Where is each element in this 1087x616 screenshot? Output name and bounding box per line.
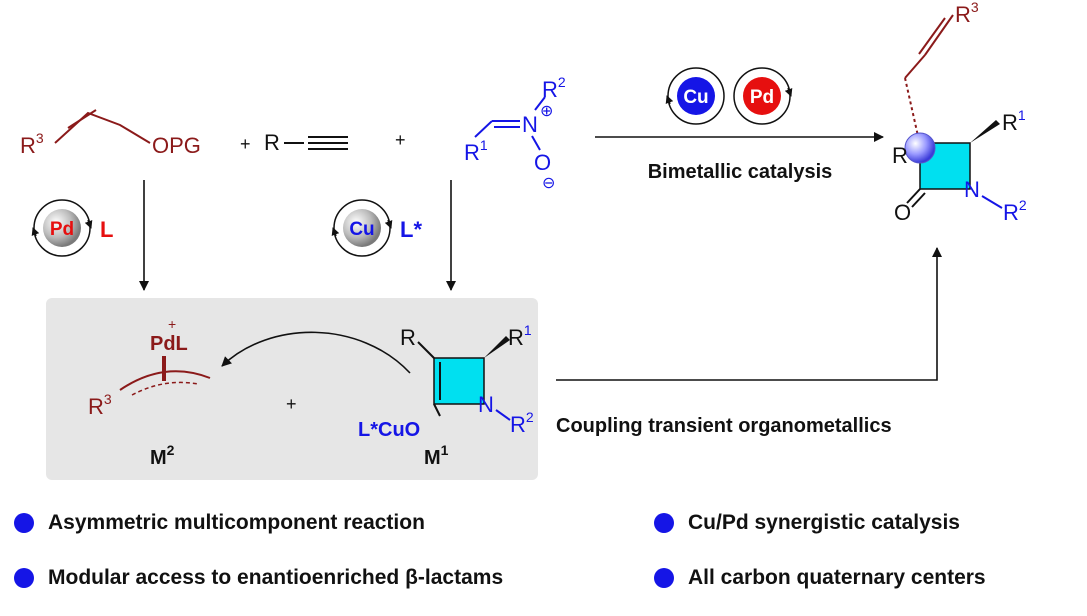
nitrone-n: N [522, 112, 538, 137]
beta-lactam-product: R3 R R1 N R2 O [892, 0, 1027, 225]
alkyne-r: R [264, 130, 280, 155]
m1-r: R [400, 325, 416, 350]
cu-label: Cu [683, 87, 708, 108]
bimetallic-catalysis-label: Bimetallic catalysis [648, 161, 833, 183]
product-r: R [892, 143, 908, 168]
pd-catalysis-branch: Pd L [31, 180, 149, 291]
bimetallic-catalysis-arrow: Cu Pd Bimetallic catalysis [595, 67, 884, 183]
nitrone-plus-charge: ⊕ [540, 103, 553, 120]
box-plus-sign: + [286, 394, 297, 414]
product-o: O [894, 200, 911, 225]
nitrone-r1: R1 [464, 137, 488, 165]
alkyne-reagent: R [264, 130, 348, 155]
product-r1: R1 [1002, 107, 1026, 135]
cu-sphere-icon [677, 77, 715, 115]
coupling-label: Coupling transient organometallics [556, 415, 892, 437]
transfer-arrow [221, 331, 411, 374]
m1-n: N [478, 392, 494, 417]
allyl-opg: OPG [152, 133, 201, 158]
nitrone-o: O [534, 150, 551, 175]
m1-label: M1 [424, 442, 449, 469]
mid-ligand-label: L* [400, 217, 422, 242]
plus-sign-1: + [240, 134, 251, 154]
m1-copper-enolate: R R1 N R2 L*CuO M1 [358, 322, 534, 469]
cu-catalysis-branch: Cu L* [331, 180, 456, 291]
m2-charge: + [168, 316, 176, 332]
allyl-r3: R3 [20, 130, 44, 158]
allyl-double-bond [67, 109, 97, 129]
nitrone-reagent: R1 N ⊕ R2 O ⊖ [464, 74, 566, 192]
cu-gray-sphere-icon [343, 209, 381, 247]
coupling-arrow: Coupling transient organometallics [556, 247, 942, 437]
left-ligand-label: L [100, 217, 113, 242]
product-n: N [964, 177, 980, 202]
m1-cuo: L*CuO [358, 419, 420, 441]
left-pd-label: Pd [50, 219, 74, 240]
m1-ring [433, 357, 485, 405]
allyl-reagent: R3 OPG [20, 109, 201, 158]
product-r3: R3 [955, 0, 979, 27]
intermediates-box [46, 298, 538, 480]
m1-r1: R1 [508, 322, 532, 350]
m2-label: M2 [150, 442, 175, 469]
m2-pi-allyl-pd: + PdL R3 M2 [88, 316, 211, 469]
m2-r3: R3 [88, 391, 112, 419]
mid-cu-label: Cu [349, 219, 374, 240]
m2-pdl: PdL [150, 333, 188, 355]
pd-gray-sphere-icon [43, 209, 81, 247]
quaternary-center-sphere-icon [904, 132, 936, 164]
plus-sign-2: + [395, 130, 406, 150]
pd-label: Pd [750, 87, 774, 108]
m1-r2: R2 [510, 409, 534, 437]
product-r2: R2 [1003, 197, 1027, 225]
nitrone-r2: R2 [542, 74, 566, 102]
nitrone-minus-charge: ⊖ [542, 175, 555, 192]
pd-sphere-icon [743, 77, 781, 115]
allyl-chain [54, 111, 151, 144]
